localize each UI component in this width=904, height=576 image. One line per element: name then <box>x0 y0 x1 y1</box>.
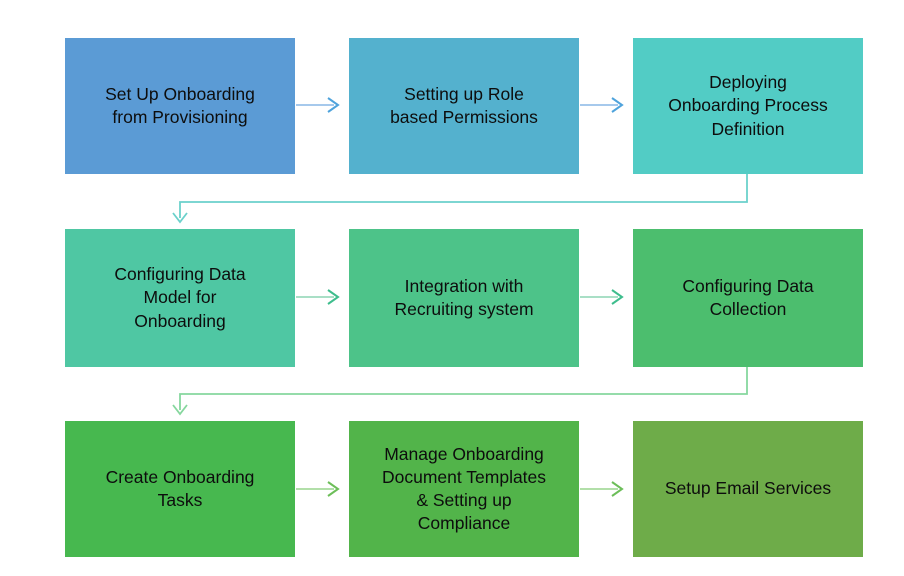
arrow-head-icon <box>172 212 188 224</box>
flow-box-deploying-onboarding-process-definition: Deploying Onboarding Process Definition <box>633 38 863 174</box>
elbow-line <box>179 367 748 410</box>
flow-box-setup-email-services: Setup Email Services <box>633 421 863 557</box>
arrow-provisioning-to-permissions <box>296 97 340 113</box>
flow-box-configuring-data-model-for-onboarding: Configuring Data Model for Onboarding <box>65 229 295 367</box>
arrow-tasks-to-templates <box>296 481 340 497</box>
arrow-head-icon <box>327 289 340 305</box>
flow-box-create-onboarding-tasks: Create Onboarding Tasks <box>65 421 295 557</box>
elbow-connector-data-collection-to-tasks <box>172 367 748 416</box>
arrow-templates-to-email <box>580 481 624 497</box>
arrow-head-icon <box>327 481 340 497</box>
arrow-recruiting-to-data-collection <box>580 289 624 305</box>
flow-box-set-up-onboarding-from-provisioning: Set Up Onboarding from Provisioning <box>65 38 295 174</box>
arrow-head-icon <box>172 404 188 416</box>
flow-box-setting-up-role-based-permissions: Setting up Role based Permissions <box>349 38 579 174</box>
elbow-connector-deploying-to-data-model <box>172 174 748 224</box>
flow-box-manage-onboarding-document-templates: Manage Onboarding Document Templates & S… <box>349 421 579 557</box>
arrow-permissions-to-deploying <box>580 97 624 113</box>
arrow-head-icon <box>327 97 340 113</box>
arrow-head-icon <box>611 481 624 497</box>
elbow-line <box>179 174 748 218</box>
arrow-data-model-to-recruiting <box>296 289 340 305</box>
flow-box-configuring-data-collection: Configuring Data Collection <box>633 229 863 367</box>
flow-box-integration-with-recruiting-system: Integration with Recruiting system <box>349 229 579 367</box>
arrow-head-icon <box>611 289 624 305</box>
arrow-head-icon <box>611 97 624 113</box>
